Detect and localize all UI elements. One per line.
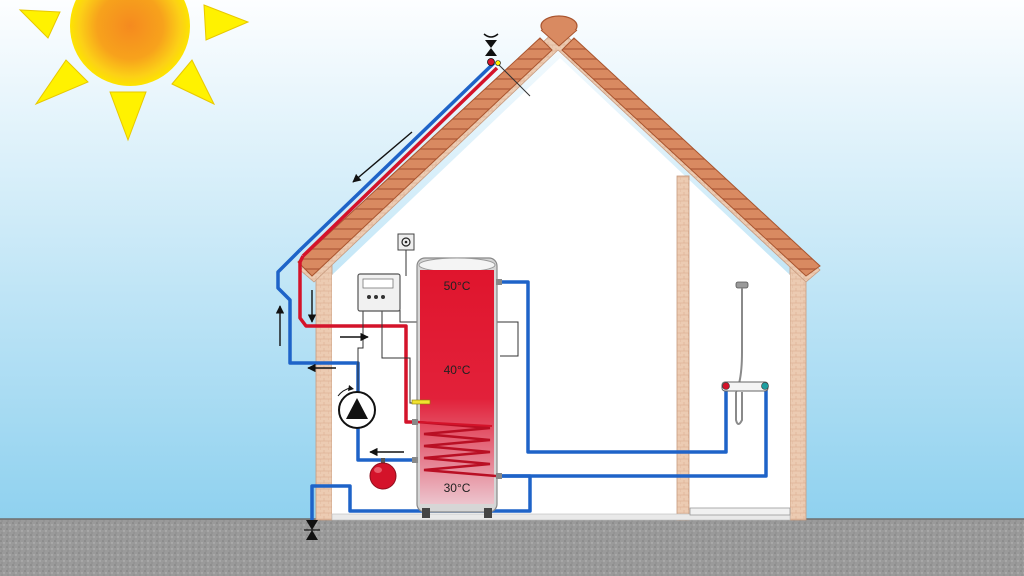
- tank-temp-top: 50°C: [444, 279, 471, 293]
- tank-temp-middle: 40°C: [444, 363, 471, 377]
- shower-icon: [721, 281, 769, 425]
- solar-collector: [298, 61, 531, 258]
- expansion-vessel-icon: [369, 458, 397, 490]
- circulation-pump-icon: [337, 385, 376, 429]
- flow-arrows: [275, 290, 404, 457]
- flow-arrow-collector: [352, 131, 413, 183]
- roof-tiles-right: [561, 37, 821, 277]
- solar-controller-icon: [357, 273, 401, 312]
- air-vent-valve-icon: [483, 33, 501, 66]
- hot-water-tank: 50°C 40°C 30°C: [411, 257, 498, 518]
- drain-valve-icon: [304, 520, 320, 540]
- tank-temp-bottom: 30°C: [444, 481, 471, 495]
- power-socket-icon: [397, 233, 415, 251]
- ground: [0, 519, 1024, 576]
- roof-tiles-left: [297, 37, 553, 277]
- tank-connections: [412, 279, 502, 479]
- heat-exchanger-coil: [417, 420, 497, 478]
- cold-pipes: [276, 248, 768, 520]
- hot-pipes: [298, 255, 418, 424]
- sun-icon: [18, 0, 250, 142]
